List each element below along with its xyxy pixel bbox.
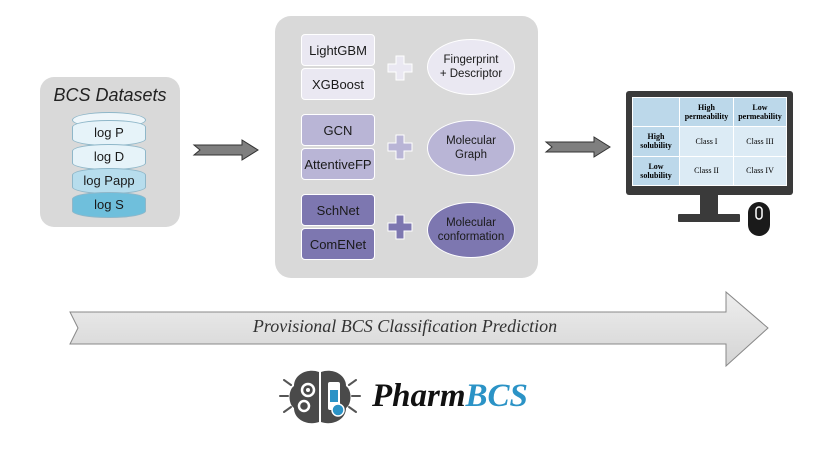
model-xgboost: XGBoost: [301, 68, 375, 100]
dataset-item: log S: [72, 192, 146, 218]
bcs-class-table: High permeability Low permeability High …: [632, 96, 788, 187]
table-cell: Class IV: [732, 155, 788, 187]
brain-logo-icon: [279, 370, 361, 424]
dataset-item: log P: [72, 120, 146, 146]
feature-line: Molecular: [446, 217, 496, 229]
feature-line: Molecular: [446, 135, 496, 147]
brand-logo-text: PharmBCS: [372, 378, 528, 415]
table-cell: Class I: [679, 126, 734, 157]
monitor-screen: High permeability Low permeability High …: [632, 96, 788, 187]
brand-suffix: BCS: [465, 378, 528, 414]
datasets-panel: BCS Datasets log P log D log Papp log S: [40, 77, 180, 227]
model-comenet: ComENet: [301, 228, 375, 260]
dataset-item: log D: [72, 144, 146, 170]
arrow-right-icon: [544, 136, 611, 158]
brand-prefix: Pharm: [372, 378, 466, 414]
feature-fingerprint-descriptor: Fingerprint + Descriptor: [427, 39, 515, 95]
dataset-item: log Papp: [72, 168, 146, 194]
model-lightgbm: LightGBM: [301, 34, 375, 66]
column-header: Low permeability: [732, 96, 788, 128]
plus-icon: [387, 55, 413, 81]
model-schnet: SchNet: [301, 194, 375, 226]
mouse-icon: [748, 202, 770, 236]
row-header: Low solubility: [632, 155, 680, 187]
model-attentivefp: AttentiveFP: [301, 148, 375, 180]
big-arrow-icon: [69, 290, 769, 368]
model-gcn: GCN: [301, 114, 375, 146]
table-corner: [632, 96, 680, 128]
arrow-right-icon: [192, 139, 259, 161]
monitor-stand-icon: [678, 194, 740, 222]
plus-icon: [387, 214, 413, 240]
feature-molecular-conformation: Molecular conformation: [427, 202, 515, 258]
table-cell: Class II: [679, 155, 734, 187]
feature-molecular-graph: Molecular Graph: [427, 120, 515, 176]
feature-line: + Descriptor: [439, 68, 503, 80]
feature-line: Fingerprint: [443, 54, 499, 66]
table-cell: Class III: [732, 126, 788, 157]
plus-icon: [387, 134, 413, 160]
row-header: High solubility: [632, 126, 680, 157]
datasets-title: BCS Datasets: [53, 85, 167, 105]
feature-line: Graph: [455, 149, 487, 161]
prediction-banner-text: Provisional BCS Classification Predictio…: [252, 316, 558, 336]
feature-line: conformation: [437, 231, 505, 243]
models-panel: LightGBM XGBoost Fingerprint + Descripto…: [275, 16, 538, 278]
column-header: High permeability: [679, 96, 734, 128]
